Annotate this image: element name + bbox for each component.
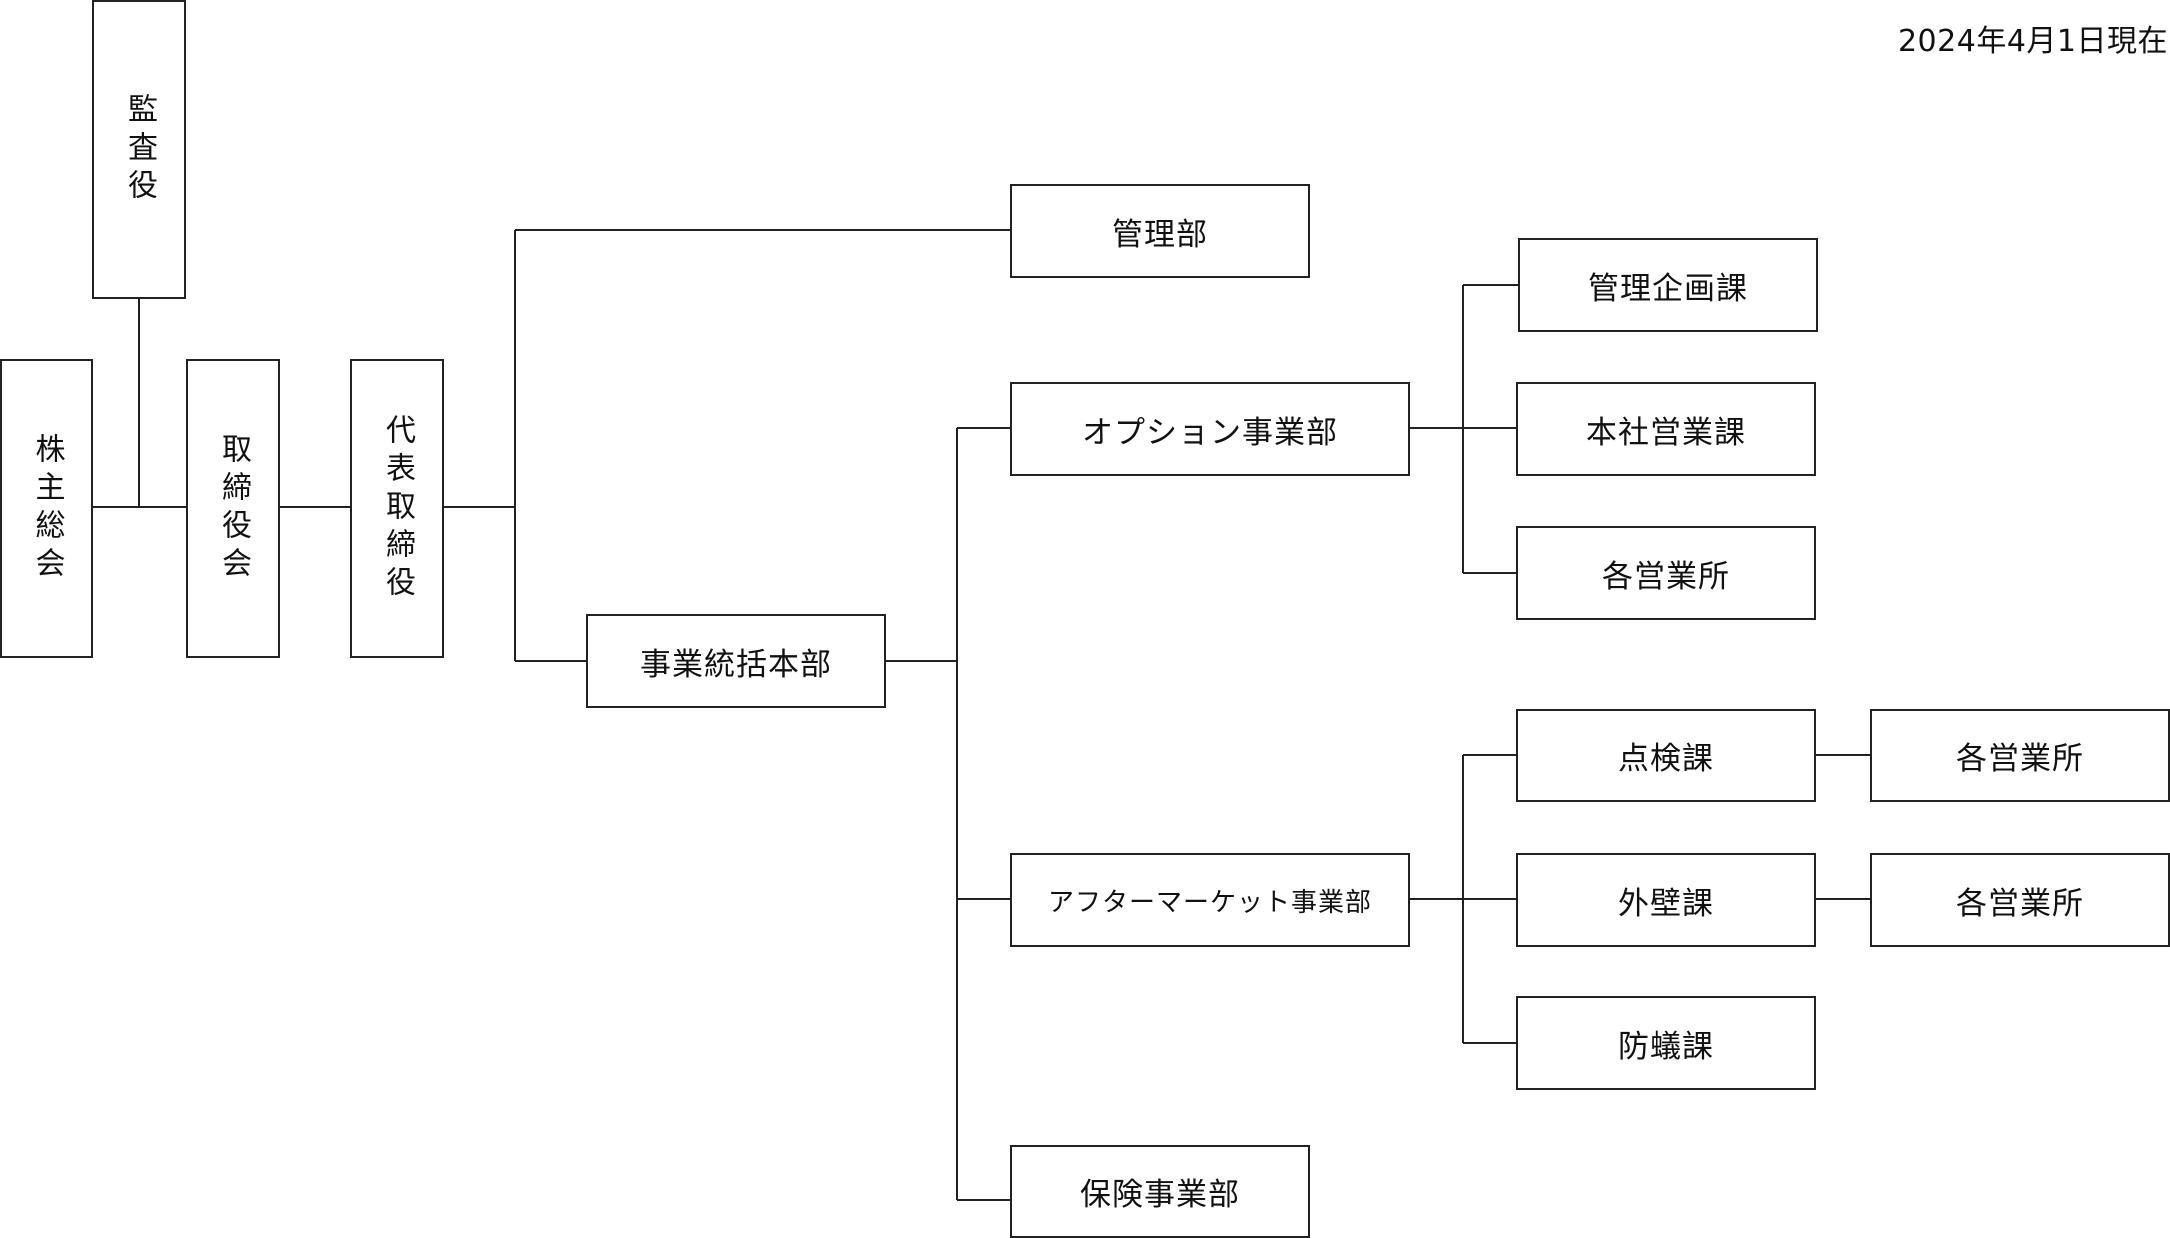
node-president: 代表取締役 bbox=[350, 359, 444, 658]
node-label: 本社営業課 bbox=[1586, 414, 1746, 451]
node-label: 代表取締役 bbox=[380, 413, 415, 604]
node-aftermarket-division: アフターマーケット事業部 bbox=[1010, 853, 1410, 947]
node-business-hq: 事業統括本部 bbox=[586, 614, 886, 708]
node-label: 管理部 bbox=[1112, 216, 1208, 253]
node-label: 監査役 bbox=[122, 92, 157, 207]
node-option-division: オプション事業部 bbox=[1010, 382, 1410, 476]
node-label: アフターマーケット事業部 bbox=[1047, 887, 1372, 918]
node-inspection: 点検課 bbox=[1516, 709, 1816, 802]
node-option-offices: 各営業所 bbox=[1516, 526, 1816, 620]
node-insurance-division: 保険事業部 bbox=[1010, 1145, 1310, 1238]
node-board: 取締役会 bbox=[186, 359, 280, 658]
node-label: 各営業所 bbox=[1602, 558, 1730, 595]
node-label: オプション事業部 bbox=[1082, 414, 1338, 451]
node-label: 取締役会 bbox=[216, 432, 251, 585]
node-inspection-offices: 各営業所 bbox=[1870, 709, 2170, 802]
node-auditor: 監査役 bbox=[92, 0, 186, 299]
node-label: 各営業所 bbox=[1956, 885, 2084, 922]
node-admin-dept: 管理部 bbox=[1010, 184, 1310, 278]
node-label: 事業統括本部 bbox=[640, 646, 832, 683]
as-of-date: 2024年4月1日現在 bbox=[1897, 24, 2168, 59]
node-exterior-wall: 外壁課 bbox=[1516, 853, 1816, 947]
node-label: 管理企画課 bbox=[1588, 270, 1748, 307]
node-label: 防蟻課 bbox=[1618, 1028, 1714, 1065]
node-shareholders: 株主総会 bbox=[0, 359, 93, 658]
node-label: 各営業所 bbox=[1956, 741, 2084, 777]
node-hq-sales: 本社営業課 bbox=[1516, 382, 1816, 476]
node-label: 保険事業部 bbox=[1080, 1177, 1240, 1213]
node-exterior-offices: 各営業所 bbox=[1870, 853, 2170, 947]
node-label: 外壁課 bbox=[1618, 885, 1714, 922]
node-label: 株主総会 bbox=[29, 432, 65, 585]
node-mgmt-planning: 管理企画課 bbox=[1518, 238, 1818, 332]
node-label: 点検課 bbox=[1618, 741, 1714, 777]
node-termite: 防蟻課 bbox=[1516, 996, 1816, 1090]
